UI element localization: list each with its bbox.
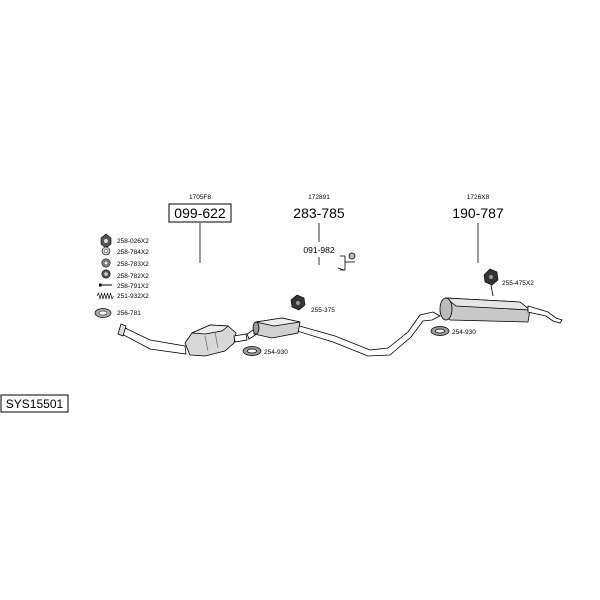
rear-silencer [439, 297, 563, 324]
spring-nut-icon [101, 269, 111, 279]
part-number-rear-silencer[interactable]: 190-787 [452, 205, 504, 221]
ref-middle-silencer: 172891 [308, 194, 330, 201]
system-code-box [0, 394, 69, 413]
callout-hanger-mid[interactable]: 255-375 [311, 307, 335, 314]
ref-rear-silencer: 1726X8 [467, 194, 490, 201]
hanger-mid-icon [290, 294, 306, 311]
part-number-middle-silencer[interactable]: 283-785 [293, 205, 345, 221]
legend-part-number[interactable]: 251-932X2 [117, 293, 149, 300]
bracket-icon [337, 252, 356, 271]
gasket-ring-icon [94, 308, 112, 318]
ring-washer-icon [101, 258, 111, 268]
hanger-rear-icon [483, 268, 499, 297]
callout-clamp-rear[interactable]: 254-930 [452, 329, 476, 336]
callout-clamp-front[interactable]: 254-930 [264, 349, 288, 356]
legend-part-number[interactable]: 258-026X2 [117, 238, 149, 245]
legend-part-number[interactable]: 258-782X2 [117, 273, 149, 280]
callout-hanger-rear[interactable]: 255-475X2 [502, 280, 534, 287]
washer-icon [101, 246, 111, 256]
front-pipe [117, 323, 187, 355]
ref-catalytic-converter: 1705F8 [189, 194, 211, 201]
part-number-catalytic-converter[interactable]: 099-622 [174, 205, 226, 221]
part-number-box [168, 203, 232, 223]
middle-silencer [252, 317, 301, 339]
spring-icon [96, 292, 114, 300]
hex-nut-icon [100, 233, 112, 249]
part-number-bracket[interactable]: 091-982 [303, 245, 334, 255]
legend-part-number[interactable]: 258-784X2 [117, 249, 149, 256]
bolt-icon [99, 283, 112, 287]
legend-part-number[interactable]: 256-781 [117, 310, 141, 317]
system-code: SYS15501 [6, 397, 64, 411]
legend-part-number[interactable]: 258-783X2 [117, 261, 149, 268]
clamp-rear-icon [430, 326, 450, 336]
legend-part-number[interactable]: 258-791X2 [117, 283, 149, 290]
catalytic-converter [184, 324, 248, 357]
clamp-front-icon [242, 346, 262, 356]
